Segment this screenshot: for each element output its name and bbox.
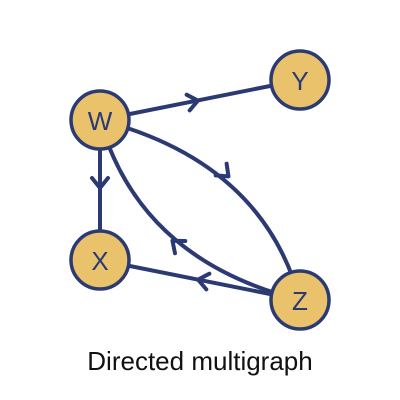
node-w: W [69, 89, 131, 151]
arrow-w-to-y [184, 92, 200, 113]
node-z-circle [269, 269, 331, 331]
arrow-w-to-x [90, 176, 110, 190]
node-x-circle [69, 229, 131, 291]
node-x-label: X [91, 246, 108, 276]
edges [98, 78, 302, 302]
edge-w-to-y [99, 78, 301, 122]
node-w-label: W [88, 106, 113, 136]
node-z-label: Z [292, 286, 308, 316]
node-w-circle [69, 89, 131, 151]
node-y-label: Y [291, 66, 308, 96]
edge-w-to-z [99, 118, 302, 301]
arrow-w-to-z [213, 161, 231, 179]
arrow-z-to-x [196, 271, 212, 292]
diagram-caption: Directed multigraph [87, 346, 312, 376]
node-x: X [69, 229, 131, 291]
node-y: Y [269, 49, 331, 111]
edge-z-to-w [98, 119, 301, 302]
node-z: Z [269, 269, 331, 331]
edge-arrows [90, 92, 231, 292]
arrow-z-to-w [170, 238, 188, 256]
node-y-circle [269, 49, 331, 111]
